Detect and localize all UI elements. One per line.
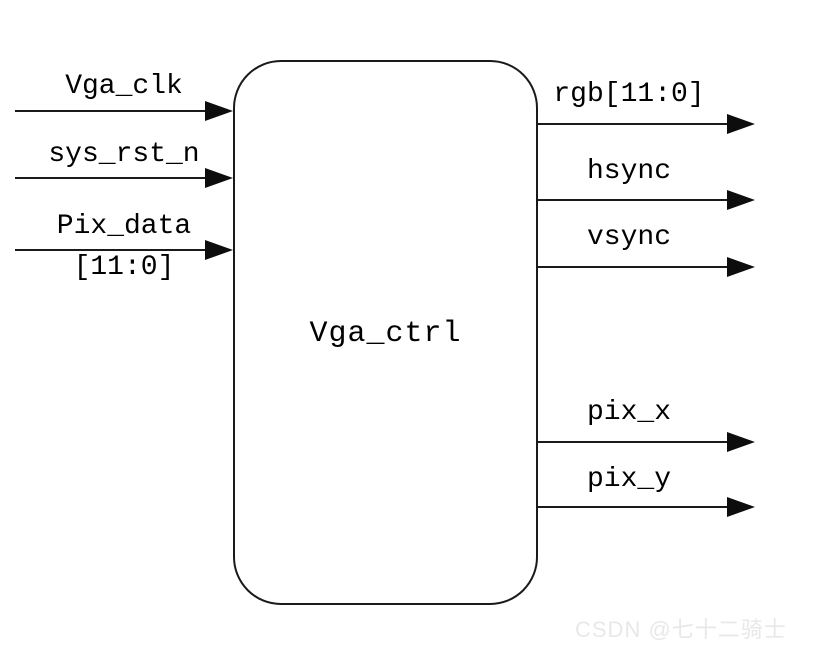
arrowhead-right-icon	[205, 168, 233, 188]
arrowhead-right-icon	[205, 101, 233, 121]
arrow-shaft	[15, 177, 206, 179]
module-title: Vga_ctrl	[309, 317, 462, 351]
output-arrow-pix-x	[538, 432, 755, 452]
input-label-sys-rst-n: sys_rst_n	[48, 139, 200, 170]
output-label-vsync: vsync	[586, 222, 671, 253]
output-arrow-vsync	[538, 257, 755, 277]
input-arrow-sys-rst-n	[15, 168, 233, 188]
output-label-hsync: hsync	[586, 156, 671, 187]
arrow-shaft	[538, 199, 728, 201]
arrowhead-right-icon	[727, 497, 755, 517]
input-label-vga-clk: Vga_clk	[65, 71, 183, 102]
arrowhead-right-icon	[727, 432, 755, 452]
arrowhead-right-icon	[727, 190, 755, 210]
output-label-pix-x: pix_x	[586, 397, 671, 428]
output-label-rgb: rgb[11:0]	[553, 79, 705, 110]
csdn-watermark: CSDN @七十二骑士	[575, 617, 787, 642]
output-arrow-rgb	[538, 114, 755, 134]
input-label-pix-data: Pix_data	[56, 211, 192, 242]
arrow-shaft	[538, 506, 728, 508]
output-arrow-hsync	[538, 190, 755, 210]
module-box	[233, 60, 538, 605]
arrow-shaft	[538, 266, 728, 268]
input-label-pix-data-bus: [11:0]	[73, 252, 175, 283]
arrow-shaft	[538, 123, 728, 125]
output-label-pix-y: pix_y	[586, 464, 671, 495]
arrow-shaft	[15, 110, 206, 112]
arrow-shaft	[15, 249, 206, 251]
arrow-shaft	[538, 441, 728, 443]
input-arrow-pix-data	[15, 240, 233, 260]
arrowhead-right-icon	[205, 240, 233, 260]
arrowhead-right-icon	[727, 257, 755, 277]
output-arrow-pix-y	[538, 497, 755, 517]
arrowhead-right-icon	[727, 114, 755, 134]
input-arrow-vga-clk	[15, 101, 233, 121]
